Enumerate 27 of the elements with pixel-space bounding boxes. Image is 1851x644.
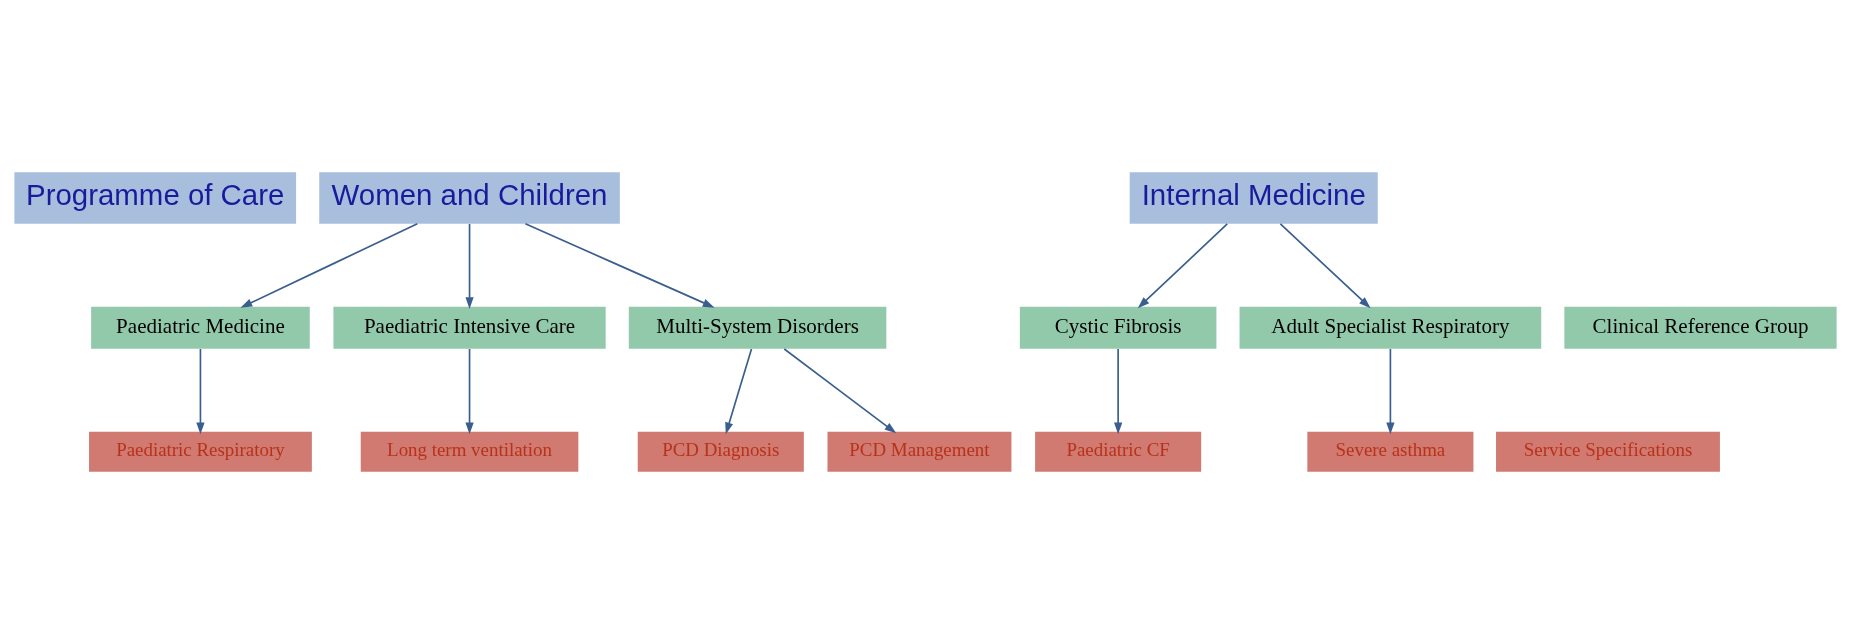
arrow — [524, 222, 715, 308]
node-box: Long term ventilation — [360, 431, 579, 472]
arrow — [1137, 223, 1229, 309]
node-box: Adult Specialist Respiratory — [1239, 306, 1542, 349]
node-box: Clinical Reference Group — [1564, 306, 1837, 349]
arrow — [1386, 348, 1395, 435]
arrow — [465, 348, 474, 435]
arrow — [725, 348, 753, 435]
arrow — [1279, 223, 1371, 309]
arrow — [783, 348, 897, 434]
node-box: Women and Children — [319, 172, 620, 224]
node-box: PCD Management — [827, 431, 1012, 472]
arrow — [196, 348, 205, 435]
node-box: Paediatric Medicine — [91, 306, 310, 349]
node-box: Paediatric CF — [1035, 431, 1202, 472]
node-box: Programme of Care — [14, 172, 297, 224]
arrow — [1114, 348, 1123, 435]
node-box: Severe asthma — [1307, 431, 1474, 472]
node-box: Paediatric Respiratory — [89, 431, 312, 472]
arrow — [465, 223, 474, 310]
node-box: Multi-System Disorders — [628, 306, 887, 349]
arrow — [240, 222, 419, 308]
node-box: Cystic Fibrosis — [1019, 306, 1217, 349]
node-box: Service Specifications — [1496, 431, 1720, 472]
node-box: PCD Diagnosis — [637, 431, 804, 472]
node-box: Internal Medicine — [1129, 172, 1378, 224]
node-box: Paediatric Intensive Care — [333, 306, 606, 349]
